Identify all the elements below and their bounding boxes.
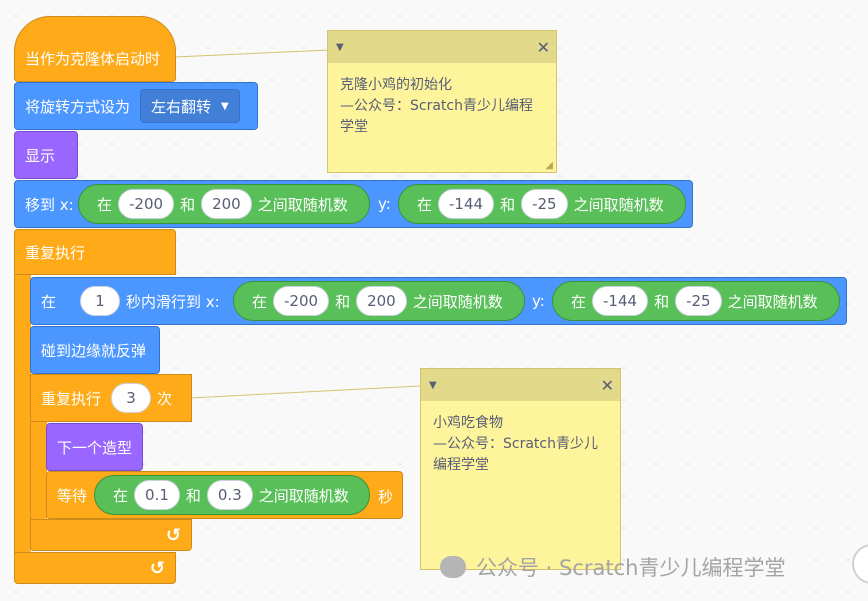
goto-y-from-input[interactable]: -144 <box>438 189 495 219</box>
op-mid: 和 <box>654 292 670 311</box>
goto-label: 移到 x: <box>25 195 74 214</box>
op-post: 之间取随机数 <box>412 292 503 311</box>
glide-y-random-op[interactable]: 在 -144 和 -25 之间取随机数 <box>552 281 840 321</box>
op-mid: 和 <box>335 292 351 311</box>
op-post: 之间取随机数 <box>258 486 349 505</box>
when-clone-starts-hat[interactable]: 当作为克隆体启动时 <box>14 16 176 82</box>
glide-y-from-input[interactable]: -144 <box>592 286 649 316</box>
show-label: 显示 <box>25 146 56 165</box>
glide-x-random-op[interactable]: 在 -200 和 200 之间取随机数 <box>233 281 525 321</box>
glide-x-to-input[interactable]: 200 <box>356 286 407 316</box>
watermark-text: 公众号 · Scratch青少儿编程学堂 <box>476 556 786 580</box>
bounce-on-edge-block[interactable]: 碰到边缘就反弹 <box>30 326 160 374</box>
wechat-watermark: 公众号 · Scratch青少儿编程学堂 <box>440 552 786 582</box>
repeat-body <box>30 420 47 532</box>
note-header[interactable]: ▼ ✕ <box>328 31 556 63</box>
show-block[interactable]: 显示 <box>14 131 78 179</box>
glide-x-from-input[interactable]: -200 <box>273 286 330 316</box>
goto-y-to-input[interactable]: -25 <box>521 189 568 219</box>
wait-label: 等待 <box>57 486 88 505</box>
wait-to-input[interactable]: 0.3 <box>206 480 253 510</box>
wait-from-input[interactable]: 0.1 <box>134 480 180 510</box>
repeat-label: 重复执行 <box>41 389 102 408</box>
dropdown-arrow-icon: ▼ <box>221 100 229 112</box>
wechat-icon <box>440 556 466 578</box>
next-costume-label: 下一个造型 <box>57 438 133 457</box>
glide-y-label: y: <box>532 292 545 310</box>
goto-x-to-input[interactable]: 200 <box>201 189 252 219</box>
op-pre: 在 <box>417 195 433 214</box>
goto-x-from-input[interactable]: -200 <box>118 189 175 219</box>
bounce-label: 碰到边缘就反弹 <box>41 341 147 360</box>
glide-y-to-input[interactable]: -25 <box>675 286 722 316</box>
loop-arrow-icon: ↺ <box>149 557 165 579</box>
forever-label: 重复执行 <box>25 243 86 262</box>
rotation-label: 将旋转方式设为 <box>25 97 131 116</box>
op-post: 之间取随机数 <box>727 292 818 311</box>
note-header[interactable]: ▼ ✕ <box>421 369 620 401</box>
wait-suffix: 秒 <box>378 488 394 506</box>
glide-pre: 在 <box>41 292 57 311</box>
op-mid: 和 <box>180 195 196 214</box>
repeat-count-input[interactable]: 3 <box>111 383 152 413</box>
op-pre: 在 <box>97 195 113 214</box>
zoom-button[interactable] <box>852 544 868 584</box>
rotation-style-dropdown[interactable]: 左右翻转 ▼ <box>140 89 240 123</box>
goto-y-label: y: <box>378 195 391 213</box>
comment-note-1[interactable]: ▼ ✕ 克隆小鸡的初始化 —公众号：Scratch青少儿编程学堂 ◢ <box>327 30 557 173</box>
forever-body <box>14 270 31 556</box>
repeat-footer: ↺ <box>30 519 192 551</box>
op-pre: 在 <box>113 486 129 505</box>
repeat-block[interactable]: 重复执行 3 次 <box>30 374 192 422</box>
hat-label: 当作为克隆体启动时 <box>25 49 161 68</box>
comment-note-2[interactable]: ▼ ✕ 小鸡吃食物 —公众号：Scratch青少儿编程学堂 <box>420 368 621 570</box>
glide-label: 秒内滑行到 x: <box>126 292 220 311</box>
next-costume-block[interactable]: 下一个造型 <box>46 423 143 471</box>
goto-y-random-op[interactable]: 在 -144 和 -25 之间取随机数 <box>398 184 686 224</box>
op-mid: 和 <box>185 486 201 505</box>
repeat-suffix: 次 <box>157 389 173 408</box>
glide-secs-input[interactable]: 1 <box>80 286 121 316</box>
op-mid: 和 <box>500 195 516 214</box>
resize-icon[interactable]: ◢ <box>545 160 553 171</box>
close-icon[interactable]: ✕ <box>536 37 550 57</box>
rotation-style-value: 左右翻转 <box>151 97 212 116</box>
note-collapse-icon[interactable]: ▼ <box>336 41 344 53</box>
op-pre: 在 <box>571 292 587 311</box>
op-post: 之间取随机数 <box>257 195 348 214</box>
wait-random-op[interactable]: 在 0.1 和 0.3 之间取随机数 <box>94 475 370 515</box>
op-post: 之间取随机数 <box>573 195 664 214</box>
set-rotation-style-block[interactable]: 将旋转方式设为 左右翻转 ▼ <box>14 82 258 130</box>
note-text[interactable]: 克隆小鸡的初始化 —公众号：Scratch青少儿编程学堂 <box>340 77 533 135</box>
note-collapse-icon[interactable]: ▼ <box>429 379 437 391</box>
note-text[interactable]: 小鸡吃食物 —公众号：Scratch青少儿编程学堂 <box>433 415 598 473</box>
forever-block[interactable]: 重复执行 <box>14 229 176 275</box>
close-icon[interactable]: ✕ <box>600 375 614 395</box>
goto-x-random-op[interactable]: 在 -200 和 200 之间取随机数 <box>78 184 370 224</box>
op-pre: 在 <box>252 292 268 311</box>
forever-footer: ↺ <box>14 552 176 584</box>
loop-arrow-icon: ↺ <box>165 524 181 546</box>
